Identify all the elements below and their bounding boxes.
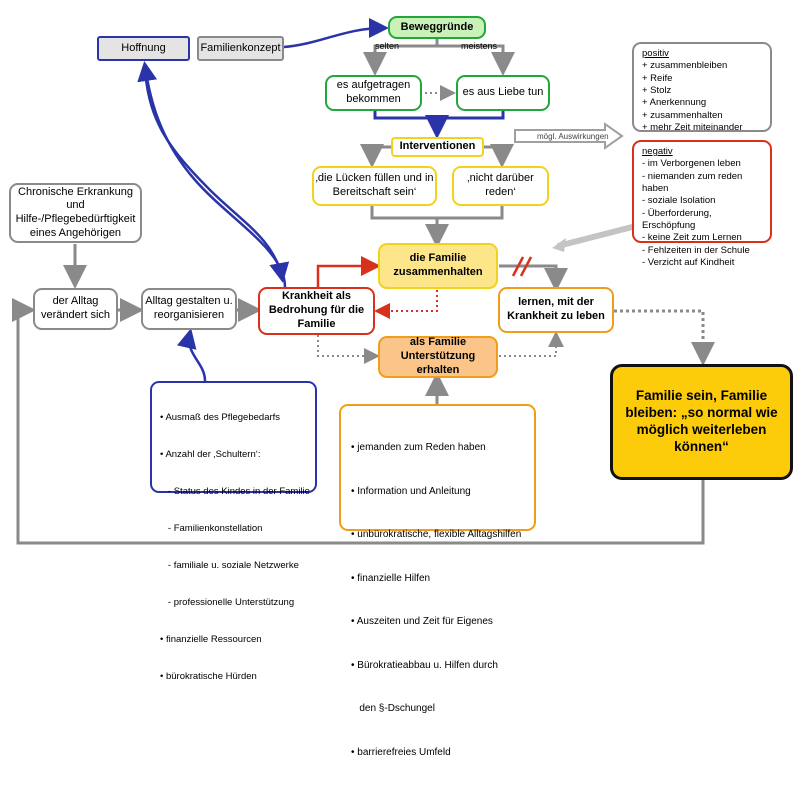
connector-layer	[12, 18, 715, 545]
node-unterstuetzung: als Familie Unterstützung erhalten	[378, 336, 498, 378]
hilfen-item: • Information und Anleitung	[351, 485, 471, 497]
negativ-item: - keine Zeit zum Lernen	[642, 232, 742, 244]
krankheit-to-unterstuetzung-dotted	[317, 335, 380, 364]
node-nicht-reden: ‚nicht darüber reden‘	[452, 166, 549, 206]
negativ-item: - Fehlzeiten in der Schule	[642, 244, 750, 256]
hilfen-item: • finanzielle Hilfen	[351, 572, 431, 584]
node-alltag-veraendert-label: der Alltag verändert sich	[40, 295, 111, 321]
hilfen-item: • unbürokratische, flexible Alltagshilfe…	[351, 529, 522, 540]
faktoren-item: - familiale u. soziale Netzwerke	[160, 559, 299, 571]
faktoren-item: - Familienkonstellation	[160, 522, 263, 534]
box-faktoren: • Ausmaß des Pflegebedarfs • Anzahl der …	[150, 381, 317, 682]
edge-label-selten: selten	[375, 41, 400, 51]
zusammenhalten-to-lernen-arrow	[499, 264, 568, 292]
negativ-item: - Verzicht auf Kindheit	[642, 257, 735, 269]
lernen-to-familie-sein-dotted	[614, 309, 715, 366]
node-familie-sein: Familie sein, Familie bleiben: „so norma…	[610, 364, 793, 480]
node-lernen: lernen, mit der Krankheit zu leben	[498, 287, 614, 333]
auswirkungen-arrow	[514, 122, 624, 150]
positiv-item: + Anerkennung	[642, 97, 707, 109]
negativ-arrow-head	[552, 238, 566, 252]
faktoren-item: • Anzahl der ‚Schultern‘:	[160, 448, 261, 460]
node-krankheit: Krankheit als Bedrohung für die Familie	[258, 287, 375, 335]
node-zusammenhalten-label: die Familie zusammenhalten	[393, 252, 483, 278]
positiv-list: + zusammenbleiben + Reife + Stolz + Aner…	[642, 60, 762, 134]
faktoren-item: - professionelle Unterstützung	[160, 596, 295, 608]
negativ-item: - niemanden zum reden haben	[642, 170, 743, 195]
positiv-item: + zusammenhalten	[642, 109, 723, 121]
node-unterstuetzung-label: als Familie Unterstützung erhalten	[400, 336, 476, 376]
node-familienkonzept: Familienkonzept	[197, 36, 284, 61]
krankheit-to-hoffnung-arrow	[137, 61, 287, 288]
node-beweggruende: Beweggründe	[388, 16, 486, 39]
node-liebe: es aus Liebe tun	[456, 75, 550, 111]
faktoren-to-gestalten-arrow	[176, 328, 207, 382]
positiv-item: + Reife	[642, 72, 673, 84]
negativ-item: - im Verborgenen leben	[642, 158, 741, 170]
node-chronisch: Chronische Erkrankung und Hilfe-/Pflegeb…	[9, 183, 142, 243]
node-alltag-veraendert: der Alltag verändert sich	[33, 288, 118, 330]
edge-label-meistens: meistens	[461, 41, 498, 51]
faktoren-list: • Ausmaß des Pflegebedarfs • Anzahl der …	[160, 387, 310, 708]
faktoren-item: • Ausmaß des Pflegebedarfs	[160, 411, 281, 423]
zusammenhalten-to-krankheit-dotted	[374, 290, 438, 319]
unterstuetzung-to-lernen-dotted	[499, 331, 564, 357]
node-luecken-label: ‚die Lücken füllen und in Bereitschaft s…	[315, 172, 434, 198]
faktoren-item: • finanzielle Ressourcen	[160, 633, 262, 645]
node-aufgetragen: es aufgetragen bekommen	[325, 75, 422, 111]
faktoren-item: • bürokratische Hürden	[160, 670, 257, 682]
faktoren-item: - Status des Kindes in der Familie	[160, 485, 310, 497]
node-liebe-label: es aus Liebe tun	[462, 86, 544, 99]
box-positiv: positiv + zusammenbleiben + Reife + Stol…	[632, 42, 772, 134]
node-beweggruende-label: Beweggründe	[400, 20, 474, 33]
node-zusammenhalten: die Familie zusammenhalten	[378, 243, 498, 289]
box-negativ: negativ - im Verborgenen leben - niemand…	[632, 140, 772, 268]
hilfen-item: • Auszeiten und Zeit für Eigenes	[351, 616, 493, 627]
krankheit-to-zusammenhalten-arrow	[316, 256, 381, 287]
node-hoffnung: Hoffnung	[97, 36, 190, 61]
box-hilfen: • jemanden zum Reden haben • Information…	[339, 404, 536, 758]
familienkonzept-to-beweggruende-arrow	[283, 18, 389, 49]
node-hoffnung-label: Hoffnung	[121, 41, 166, 54]
positiv-item: + zusammenbleiben	[642, 60, 728, 72]
node-nicht-reden-label: ‚nicht darüber reden‘	[467, 172, 534, 198]
node-lernen-label: lernen, mit der Krankheit zu leben	[507, 296, 605, 322]
hilfen-item: • jemanden zum Reden haben	[351, 442, 486, 453]
negativ-title: negativ	[642, 146, 673, 157]
positiv-title: positiv	[642, 48, 669, 59]
node-alltag-gestalten-label: Alltag gestalten u. reorganisieren	[145, 295, 233, 321]
edge-label-auswirkungen: mögl. Auswirkungen	[537, 132, 609, 141]
positiv-item: + Stolz	[642, 85, 672, 97]
node-alltag-gestalten: Alltag gestalten u. reorganisieren	[141, 288, 237, 330]
motives-to-interventionen-arrow	[373, 109, 505, 139]
node-interventionen-label: Interventionen	[399, 140, 476, 153]
hilfen-list: • jemanden zum Reden haben • Information…	[351, 412, 524, 789]
hilfen-item: • Bürokratieabbau u. Hilfen durch	[351, 659, 498, 671]
node-aufgetragen-label: es aufgetragen bekommen	[336, 79, 411, 105]
node-luecken: ‚die Lücken füllen und in Bereitschaft s…	[312, 166, 437, 206]
interruption-slash	[511, 256, 533, 277]
negativ-list: - im Verborgenen leben - niemanden zum r…	[642, 158, 762, 269]
hoffnung-to-krankheit-arrow	[143, 65, 290, 283]
node-interventionen: Interventionen	[391, 137, 484, 157]
negativ-item: - soziale Isolation	[642, 195, 716, 207]
node-familie-sein-label: Familie sein, Familie bleiben: „so norma…	[625, 388, 778, 454]
feedback-loop-arrow	[12, 298, 705, 545]
node-familienkonzept-label: Familienkonzept	[200, 41, 281, 54]
negativ-to-zusammenhalten-arrow	[557, 223, 637, 249]
beweggruende-split-arrows	[363, 38, 515, 76]
node-chronisch-label: Chronische Erkrankung und Hilfe-/Pflegeb…	[15, 185, 136, 239]
hilfen-item: den §-Dschungel	[351, 703, 435, 714]
negativ-item: - Überforderung, Erschöpfung	[642, 207, 712, 232]
positiv-item: + mehr Zeit miteinander	[642, 122, 743, 134]
strategies-to-zusammenhalten-arrow	[370, 206, 504, 248]
hilfen-item: • barrierefreies Umfeld	[351, 746, 451, 758]
interventionen-split-arrows	[360, 144, 514, 168]
node-krankheit-label: Krankheit als Bedrohung für die Familie	[268, 290, 365, 330]
